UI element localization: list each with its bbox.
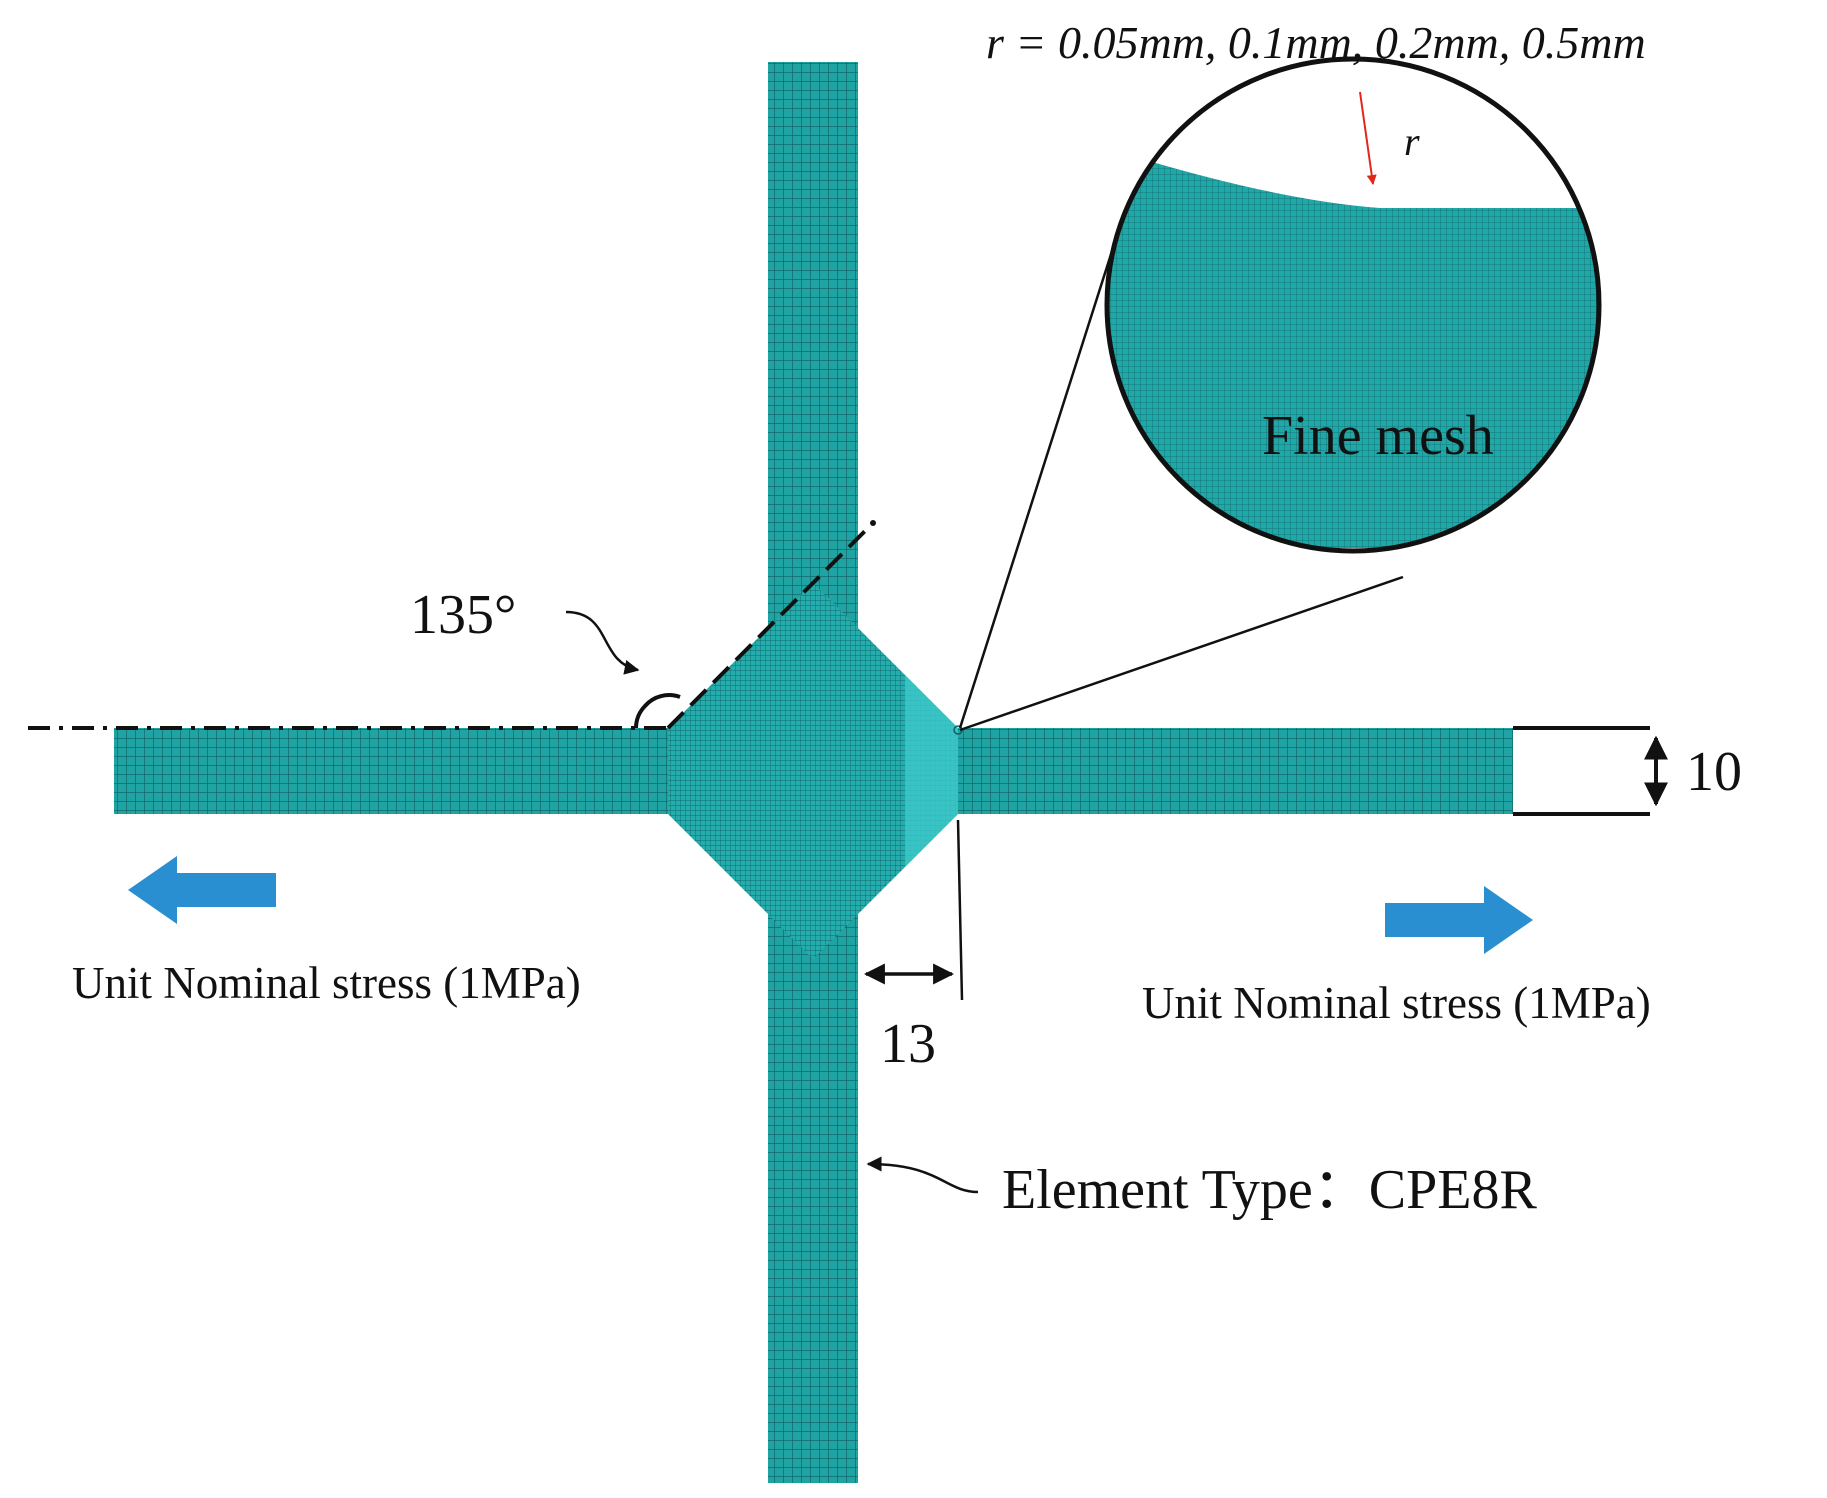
radius-values-label: r = 0.05mm, 0.1mm, 0.2mm, 0.5mm xyxy=(986,17,1646,68)
load-left-label: Unit Nominal stress (1MPa) xyxy=(72,958,581,1008)
left-plate-mesh xyxy=(114,728,668,814)
fine-mesh-label: Fine mesh xyxy=(1262,405,1494,467)
distance-label: 13 xyxy=(880,1013,936,1075)
weld-toe-refined-zone xyxy=(900,670,958,867)
element-type-label: Element Type：CPE8R xyxy=(1002,1159,1537,1221)
right-plate-mesh xyxy=(958,728,1513,814)
zoom-detail: r Fine mesh xyxy=(1104,56,1602,554)
weld-face-line xyxy=(666,524,872,730)
element-type-leader xyxy=(866,1156,979,1194)
angle-arc xyxy=(634,693,681,729)
weld-face-line-end xyxy=(870,520,876,526)
zoom-connector-lower xyxy=(959,575,1404,732)
zoom-circle-border xyxy=(1104,56,1602,554)
load-right-label: Unit Nominal stress (1MPa) xyxy=(1142,978,1651,1028)
distance-ext-line xyxy=(956,819,964,1001)
zoom-connector-upper xyxy=(958,225,1122,729)
angle-leader xyxy=(565,610,640,675)
radius-indicator-arrow xyxy=(1359,91,1377,185)
angle-label: 135° xyxy=(410,584,516,646)
thickness-label: 10 xyxy=(1686,741,1742,803)
radius-symbol: r xyxy=(1404,119,1420,164)
arrow-right-icon xyxy=(1385,886,1533,954)
weld-region-mesh xyxy=(668,583,958,959)
arrow-left-icon xyxy=(128,856,276,924)
zoom-mesh xyxy=(1107,146,1599,550)
